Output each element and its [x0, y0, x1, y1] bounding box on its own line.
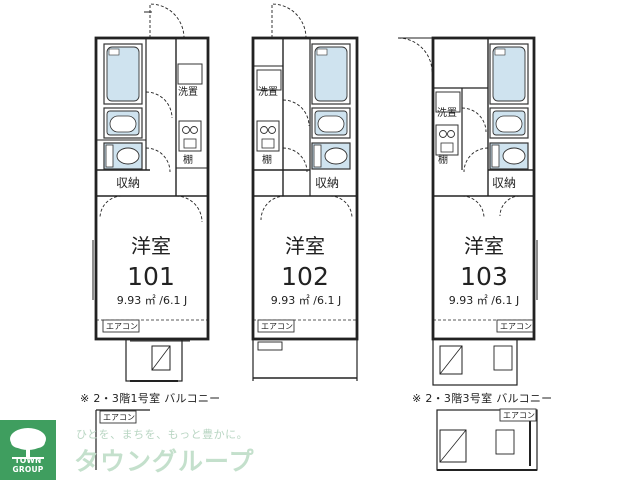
room-number-101: 101	[127, 262, 175, 291]
room-number-103: 103	[460, 262, 508, 291]
room-area-103: 9.93 ㎡ /6.1 J	[449, 294, 519, 307]
company-logo: TOWN GROUP ひとを、まちを、もっと豊かに。 タウングループ	[0, 420, 254, 480]
balcony-note-unit-1: ※ 2・3階1号室 バルコニー	[80, 392, 221, 405]
room-area-102: 9.93 ㎡ /6.1 J	[271, 294, 341, 307]
shelf-label-102: 棚	[262, 153, 272, 166]
room-number-102: 102	[281, 262, 329, 291]
aircon-label-103: エアコン	[500, 322, 532, 331]
balcony-3-aircon-label: エアコン	[503, 411, 535, 420]
aircon-label-102: エアコン	[261, 322, 293, 331]
shelf-label-101: 棚	[183, 153, 193, 166]
laundry-label-101: 洗置	[178, 86, 198, 98]
storage-label-101: 収納	[116, 176, 140, 190]
room-area-101: 9.93 ㎡ /6.1 J	[117, 294, 187, 307]
room-label-102: 洋室	[285, 234, 325, 258]
logo-badge: TOWN GROUP	[0, 420, 56, 480]
storage-label-102: 収納	[315, 176, 339, 190]
laundry-label-103: 洗置	[437, 107, 457, 119]
storage-label-103: 収納	[492, 176, 516, 190]
room-label-101: 洋室	[131, 234, 171, 258]
logo-slogan: ひとを、まちを、もっと豊かに。	[76, 428, 249, 441]
shelf-label-103: 棚	[438, 153, 448, 166]
tree-icon	[10, 428, 46, 459]
logo-brand: タウングループ	[74, 447, 255, 476]
logo-company-name: TOWN GROUP	[12, 456, 44, 474]
balcony-1-aircon-label: エアコン	[103, 413, 135, 422]
room-label-103: 洋室	[464, 234, 504, 258]
balcony-note-unit-3: ※ 2・3階3号室 バルコニー	[412, 392, 553, 405]
laundry-label-102: 洗置	[258, 86, 278, 98]
aircon-label-101: エアコン	[106, 322, 138, 331]
